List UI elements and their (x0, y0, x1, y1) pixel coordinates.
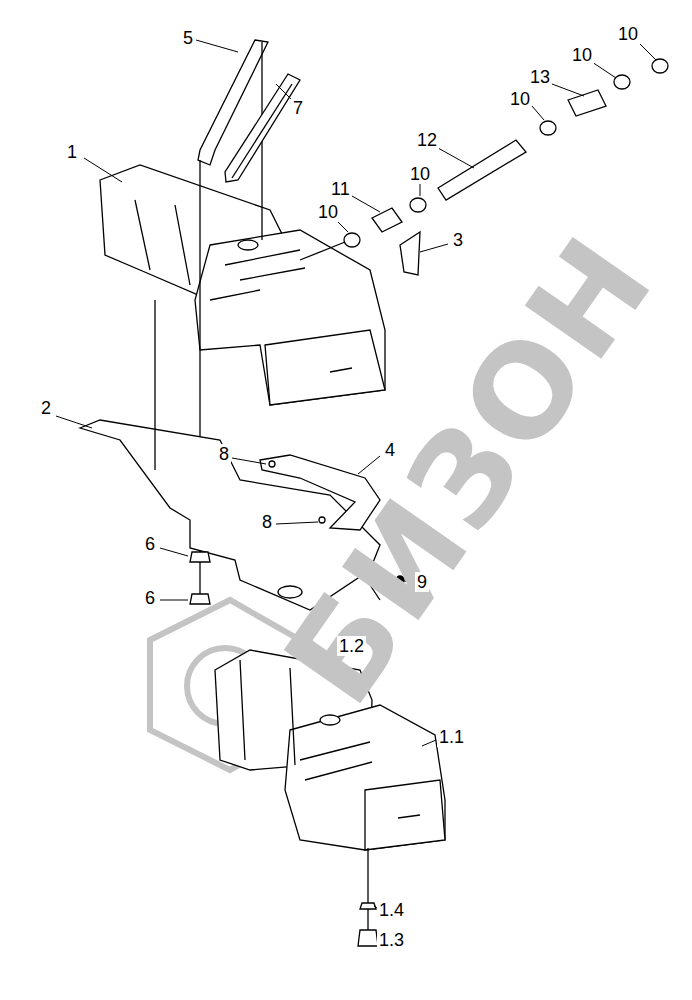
callout-number: 2 (39, 398, 53, 418)
callout-number: 10 (508, 89, 532, 109)
callout-number: 8 (260, 512, 274, 532)
callout-number: 10 (616, 24, 640, 44)
callout-number: 10 (408, 164, 432, 184)
callout-number: 1.1 (437, 727, 466, 747)
callout-number: 4 (383, 440, 397, 460)
callout-number: 1.4 (377, 900, 406, 920)
callout-number: 10 (316, 202, 340, 222)
callout-number: 1.3 (377, 930, 406, 950)
callout-number: 10 (570, 45, 594, 65)
callout-number: 7 (291, 98, 305, 118)
callout-number: 5 (181, 28, 195, 48)
callout-number: 11 (329, 179, 352, 199)
callout-number: 12 (415, 130, 439, 150)
callout-number: 3 (451, 230, 465, 250)
callout-number: 1 (65, 142, 79, 162)
callout-number: 6 (143, 588, 157, 608)
callout-number: 8 (217, 444, 231, 464)
callout-number: 13 (528, 67, 552, 87)
callout-number: 1.2 (337, 636, 366, 656)
callout-number: 6 (143, 534, 157, 554)
callout-number: 9 (415, 572, 429, 592)
